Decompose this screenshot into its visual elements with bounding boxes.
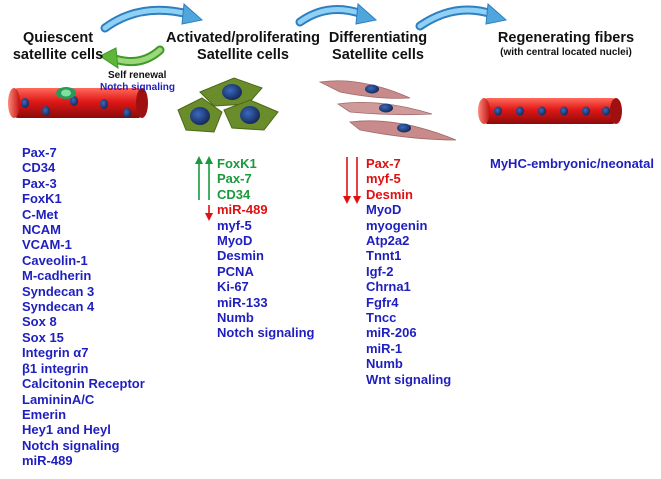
marker-item: Integrin α7 — [22, 345, 89, 361]
marker-item: Calcitonin Receptor — [22, 376, 145, 392]
marker-item: CD34 — [22, 160, 56, 176]
stage-header-activated: Activated/proliferating Satellite cells — [158, 30, 328, 64]
marker-item: Tnnt1 — [366, 248, 402, 264]
marker-item: M-cadherin — [22, 268, 92, 284]
marker-item: Wnt signaling — [366, 371, 452, 387]
down-arrow-icon — [353, 157, 361, 204]
stage-header-line: Satellite cells — [332, 47, 424, 63]
activated-marker-list: FoxK1 Pax-7 CD34 miR-489 myf-5 MyoD Desm… — [217, 156, 315, 341]
marker-item: myogenin — [366, 217, 428, 233]
marker-item: VCAM-1 — [22, 237, 72, 253]
marker-item: MyHC-embryonic/neonatal — [490, 156, 654, 171]
marker-item: Pax-3 — [22, 175, 57, 191]
marker-item: Syndecan 4 — [22, 299, 95, 315]
marker-item: miR-1 — [366, 340, 403, 356]
marker-item: PCNA — [217, 263, 254, 279]
down-arrow-icon — [205, 205, 213, 221]
marker-item: miR-133 — [217, 294, 268, 310]
marker-item: Fgfr4 — [366, 294, 399, 310]
curved-arrow-icon — [415, 2, 508, 31]
marker-item: C-Met — [22, 206, 59, 222]
marker-item: miR-206 — [366, 325, 417, 341]
marker-item: myf-5 — [217, 217, 252, 233]
regenerating-fiber — [478, 98, 622, 124]
marker-item: β1 integrin — [22, 360, 89, 376]
differentiating-cells — [318, 80, 457, 141]
stage-header-line: Activated/proliferating — [166, 30, 320, 46]
quiescent-fiber — [8, 87, 148, 118]
marker-item: Notch signaling — [22, 437, 120, 453]
stage-header-regenerating: Regenerating fibers (with central locate… — [478, 30, 654, 59]
stage-header-differentiating: Differentiating Satellite cells — [318, 30, 438, 64]
marker-item: Hey1 and Heyl — [22, 422, 111, 438]
down-arrow-icon — [343, 157, 351, 204]
upregulated-marker: CD34 — [217, 186, 251, 202]
marker-item: MyoD — [217, 233, 253, 249]
downregulated-marker: myf-5 — [366, 171, 401, 187]
downregulated-marker: miR-489 — [217, 202, 268, 218]
marker-item: LamininA/C — [22, 391, 95, 407]
stage-header-line: Satellite cells — [197, 47, 289, 63]
marker-item: Desmin — [217, 248, 264, 264]
upregulated-marker: Pax-7 — [217, 171, 252, 187]
stage-header-subline: (with central located nuclei) — [500, 47, 632, 58]
stage-header-quiescent: Quiescent satellite cells — [6, 30, 110, 64]
regenerating-marker-list: MyHC-embryonic/neonatal — [490, 156, 654, 171]
curved-arrow-icon — [100, 2, 204, 33]
marker-item: Numb — [366, 356, 403, 372]
marker-item: Chrna1 — [366, 279, 411, 295]
marker-item: Pax-7 — [22, 145, 57, 160]
activated-cells — [177, 77, 279, 133]
curved-arrow-icon — [295, 2, 378, 27]
stage-header-line: Quiescent — [22, 30, 94, 46]
marker-item: Ki-67 — [217, 279, 249, 295]
marker-item: miR-489 — [22, 453, 73, 469]
quiescent-marker-list: Pax-7 CD34 Pax-3 FoxK1 C-Met NCAM VCAM-1… — [22, 145, 145, 469]
marker-item: FoxK1 — [22, 191, 62, 207]
marker-item: Caveolin-1 — [22, 252, 88, 268]
upregulated-marker: FoxK1 — [217, 156, 257, 171]
marker-item: MyoD — [366, 202, 402, 218]
self-renewal-arrow-icon — [99, 45, 165, 70]
marker-item: Emerin — [22, 406, 67, 422]
marker-item: Numb — [217, 310, 254, 326]
marker-item: Notch signaling — [217, 325, 315, 341]
marker-item: Tncc — [366, 310, 397, 326]
downregulated-marker: Desmin — [366, 186, 413, 202]
up-arrow-icon — [205, 156, 213, 200]
self-renewal-label: Self renewal — [108, 70, 167, 81]
marker-item: NCAM — [22, 222, 61, 238]
marker-item: Syndecan 3 — [22, 283, 95, 299]
downregulated-marker: Pax-7 — [366, 156, 401, 171]
up-arrow-icon — [195, 156, 203, 200]
marker-item: Igf-2 — [366, 263, 394, 279]
marker-item: Sox 8 — [22, 314, 57, 330]
stage-header-line: Regenerating fibers — [497, 30, 635, 46]
differentiating-marker-list: Pax-7 myf-5 Desmin MyoD myogenin Atp2a2 … — [366, 156, 451, 387]
marker-item: Sox 15 — [22, 329, 64, 345]
stage-header-line: Differentiating — [328, 30, 428, 46]
stage-header-line: satellite cells — [12, 47, 104, 63]
self-renewal-signal: Notch signaling — [100, 82, 175, 93]
marker-item: Atp2a2 — [366, 233, 410, 249]
